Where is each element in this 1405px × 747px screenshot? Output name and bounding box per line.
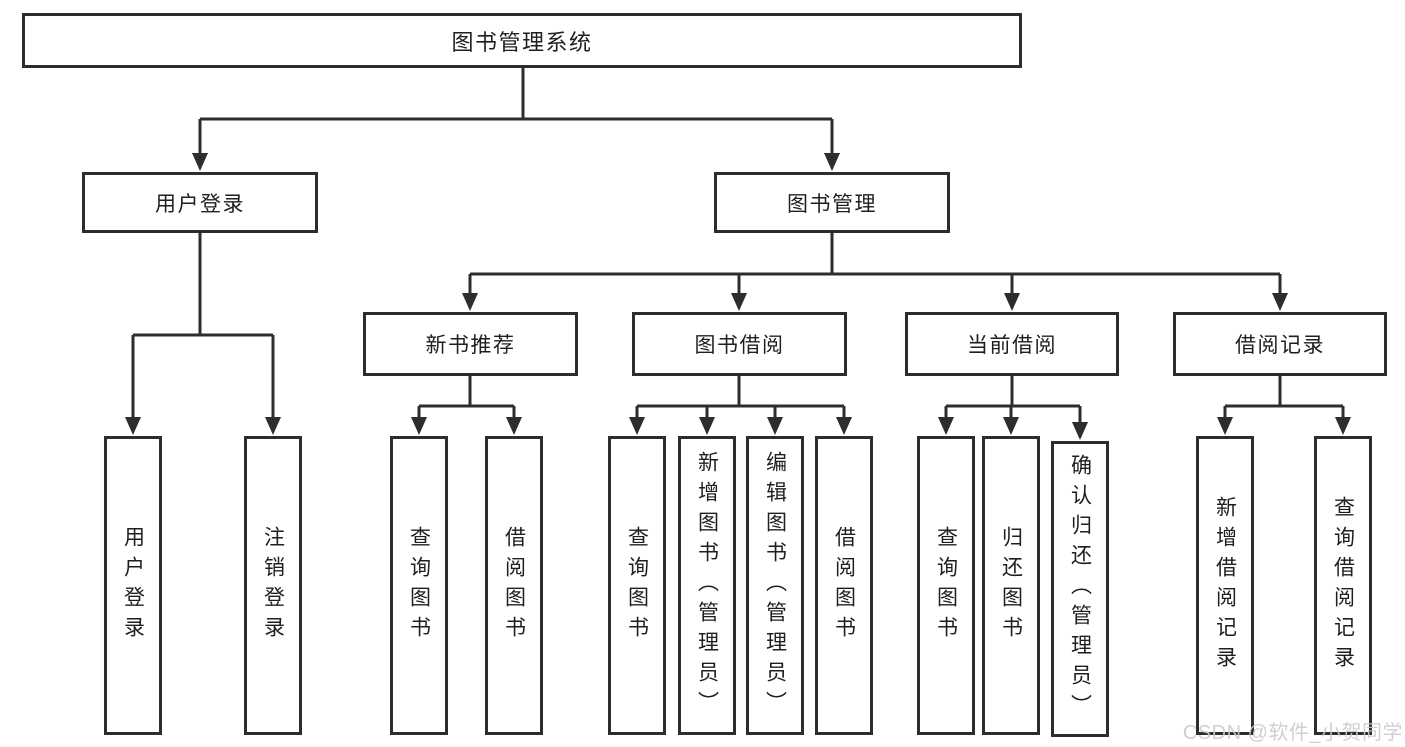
leaf-query-books-3: 查询图书 [917, 436, 975, 735]
leaf-edit-books-admin-label: 编辑图书（管理员） [763, 450, 787, 721]
leaf-edit-books-admin: 编辑图书（管理员） [746, 436, 804, 735]
connector-borrow-record-to-leaves [1217, 376, 1351, 435]
leaf-confirm-return-admin: 确认归还（管理员） [1051, 441, 1109, 737]
csdn-watermark: CSDN @软件_小贺同学 [1182, 722, 1403, 744]
leaf-logout: 注销登录 [244, 436, 302, 735]
node-book-borrow: 图书借阅 [632, 312, 847, 376]
node-book-management: 图书管理 [714, 172, 950, 233]
leaf-add-borrow-record: 新增借阅记录 [1196, 436, 1254, 735]
leaf-borrow-books-2: 借阅图书 [815, 436, 873, 735]
leaf-query-books-3-label: 查询图书 [934, 525, 958, 646]
leaf-user-login-label: 用户登录 [121, 525, 145, 646]
connector-book-mgmt-to-groups [462, 233, 1288, 311]
leaf-return-books: 归还图书 [982, 436, 1040, 735]
leaf-borrow-books-1-label: 借阅图书 [502, 525, 526, 646]
leaf-add-borrow-record-label: 新增借阅记录 [1213, 495, 1237, 676]
connector-root-to-level2 [192, 68, 840, 171]
leaf-query-books-2: 查询图书 [608, 436, 666, 735]
leaf-add-books-admin-label: 新增图书（管理员） [695, 450, 719, 721]
leaf-query-books-2-label: 查询图书 [625, 525, 649, 646]
connector-book-borrow-to-leaves [629, 376, 852, 435]
leaf-user-login: 用户登录 [104, 436, 162, 735]
leaf-add-books-admin: 新增图书（管理员） [678, 436, 736, 735]
node-current-borrow: 当前借阅 [905, 312, 1119, 376]
node-new-book-recommend: 新书推荐 [363, 312, 578, 376]
node-library-management-system: 图书管理系统 [22, 13, 1022, 68]
leaf-return-books-label: 归还图书 [999, 525, 1023, 646]
leaf-query-books-1: 查询图书 [390, 436, 448, 735]
node-user-login: 用户登录 [82, 172, 318, 233]
connector-current-borrow-to-leaves [938, 376, 1088, 440]
leaf-borrow-books-2-label: 借阅图书 [832, 525, 856, 646]
connector-user-login-to-leaves [125, 233, 281, 435]
leaf-borrow-books-1: 借阅图书 [485, 436, 543, 735]
leaf-query-books-1-label: 查询图书 [407, 525, 431, 646]
leaf-query-borrow-record-label: 查询借阅记录 [1331, 495, 1355, 676]
node-borrow-record: 借阅记录 [1173, 312, 1387, 376]
leaf-confirm-return-admin-label: 确认归还（管理员） [1068, 454, 1092, 724]
leaf-logout-label: 注销登录 [261, 525, 285, 646]
leaf-query-borrow-record: 查询借阅记录 [1314, 436, 1372, 735]
connector-new-book-rec-to-leaves [411, 376, 522, 435]
